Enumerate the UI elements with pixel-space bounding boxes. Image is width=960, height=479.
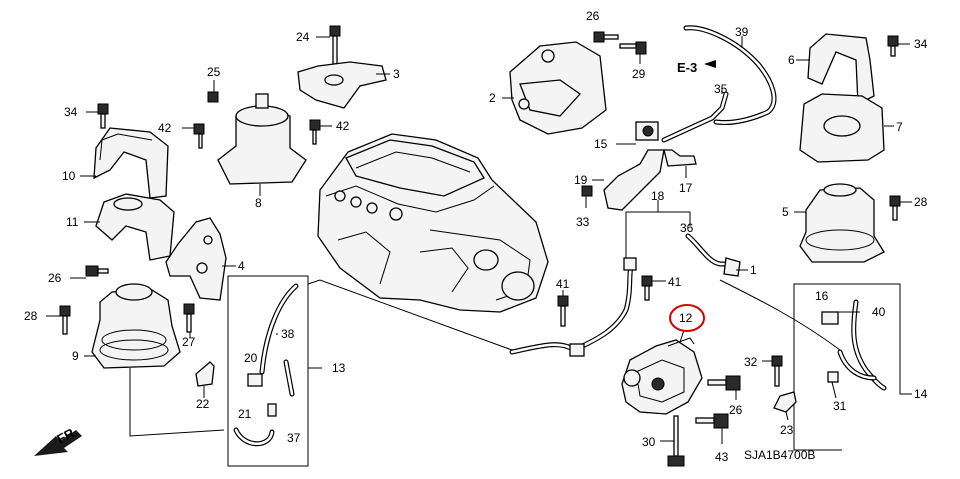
callout-33: 33 (576, 215, 590, 229)
callout-18: 18 (651, 189, 665, 203)
callout-17: 17 (679, 181, 693, 195)
callout-3: 3 (393, 67, 400, 81)
callout-37: 37 (287, 431, 301, 445)
callout-15: 15 (594, 137, 608, 151)
callout-13: 13 (332, 361, 346, 375)
callout-25: 25 (207, 65, 221, 79)
callout-7: 7 (896, 120, 903, 134)
callout-29: 29 (632, 67, 646, 81)
highlight-ring-12 (669, 304, 705, 332)
callout-28-left: 28 (24, 309, 38, 323)
callout-12: 12 (679, 311, 693, 325)
callout-40: 40 (872, 305, 886, 319)
front-arrow-icon (34, 430, 82, 456)
callout-26-top: 26 (586, 9, 600, 23)
callout-16: 16 (815, 289, 829, 303)
callout-24: 24 (296, 30, 310, 44)
callout-42-right: 42 (336, 119, 350, 133)
callout-36: 36 (680, 221, 694, 235)
side-mount-assembly (794, 33, 912, 263)
callout-26-left: 26 (48, 271, 62, 285)
callout-35: 35 (714, 82, 728, 96)
callout-20: 20 (244, 351, 258, 365)
callout-34-left: 34 (64, 105, 78, 119)
transmission-mount-12 (621, 304, 797, 467)
callout-28-right: 28 (914, 195, 928, 209)
callout-26-lower: 26 (729, 403, 743, 417)
callout-32: 32 (744, 355, 758, 369)
callout-11: 11 (66, 215, 79, 229)
solenoid-bracket-assembly (581, 86, 841, 351)
callout-21: 21 (238, 407, 252, 421)
callout-6: 6 (788, 53, 795, 67)
callout-34-right: 34 (914, 37, 928, 51)
callout-39: 39 (735, 25, 749, 39)
callout-8: 8 (255, 196, 262, 210)
callout-5: 5 (782, 205, 789, 219)
callout-27: 27 (182, 335, 196, 349)
callout-43: 43 (715, 450, 729, 464)
callout-42-left: 42 (158, 121, 172, 135)
callout-22: 22 (196, 397, 210, 411)
callout-4: 4 (238, 259, 245, 273)
callout-9: 9 (72, 349, 79, 363)
callout-31: 31 (833, 399, 847, 413)
upper-bracket-assembly (502, 25, 777, 135)
callout-41-left: 41 (556, 277, 570, 291)
callout-e3: E-3 (677, 60, 697, 75)
callout-14: 14 (914, 387, 928, 401)
diagram-code: SJA1B4700B (744, 448, 815, 462)
callout-23: 23 (780, 423, 794, 437)
callout-labels: 24 3 25 42 42 34 8 10 11 4 26 28 27 9 22… (24, 9, 928, 464)
callout-19: 19 (574, 173, 588, 187)
callout-41-right: 41 (668, 275, 682, 289)
callout-1: 1 (750, 263, 757, 277)
callout-30: 30 (642, 435, 656, 449)
rear-mount-assembly (182, 25, 390, 196)
callout-38: 38 (281, 327, 295, 341)
callout-10: 10 (62, 169, 76, 183)
front-mount-assembly (46, 103, 236, 437)
vacuum-hose-group (195, 275, 322, 467)
vacuum-line-center (307, 257, 666, 357)
hose-kit-group (793, 283, 912, 451)
callout-2: 2 (489, 91, 496, 105)
engine-block-illustration (317, 133, 549, 313)
